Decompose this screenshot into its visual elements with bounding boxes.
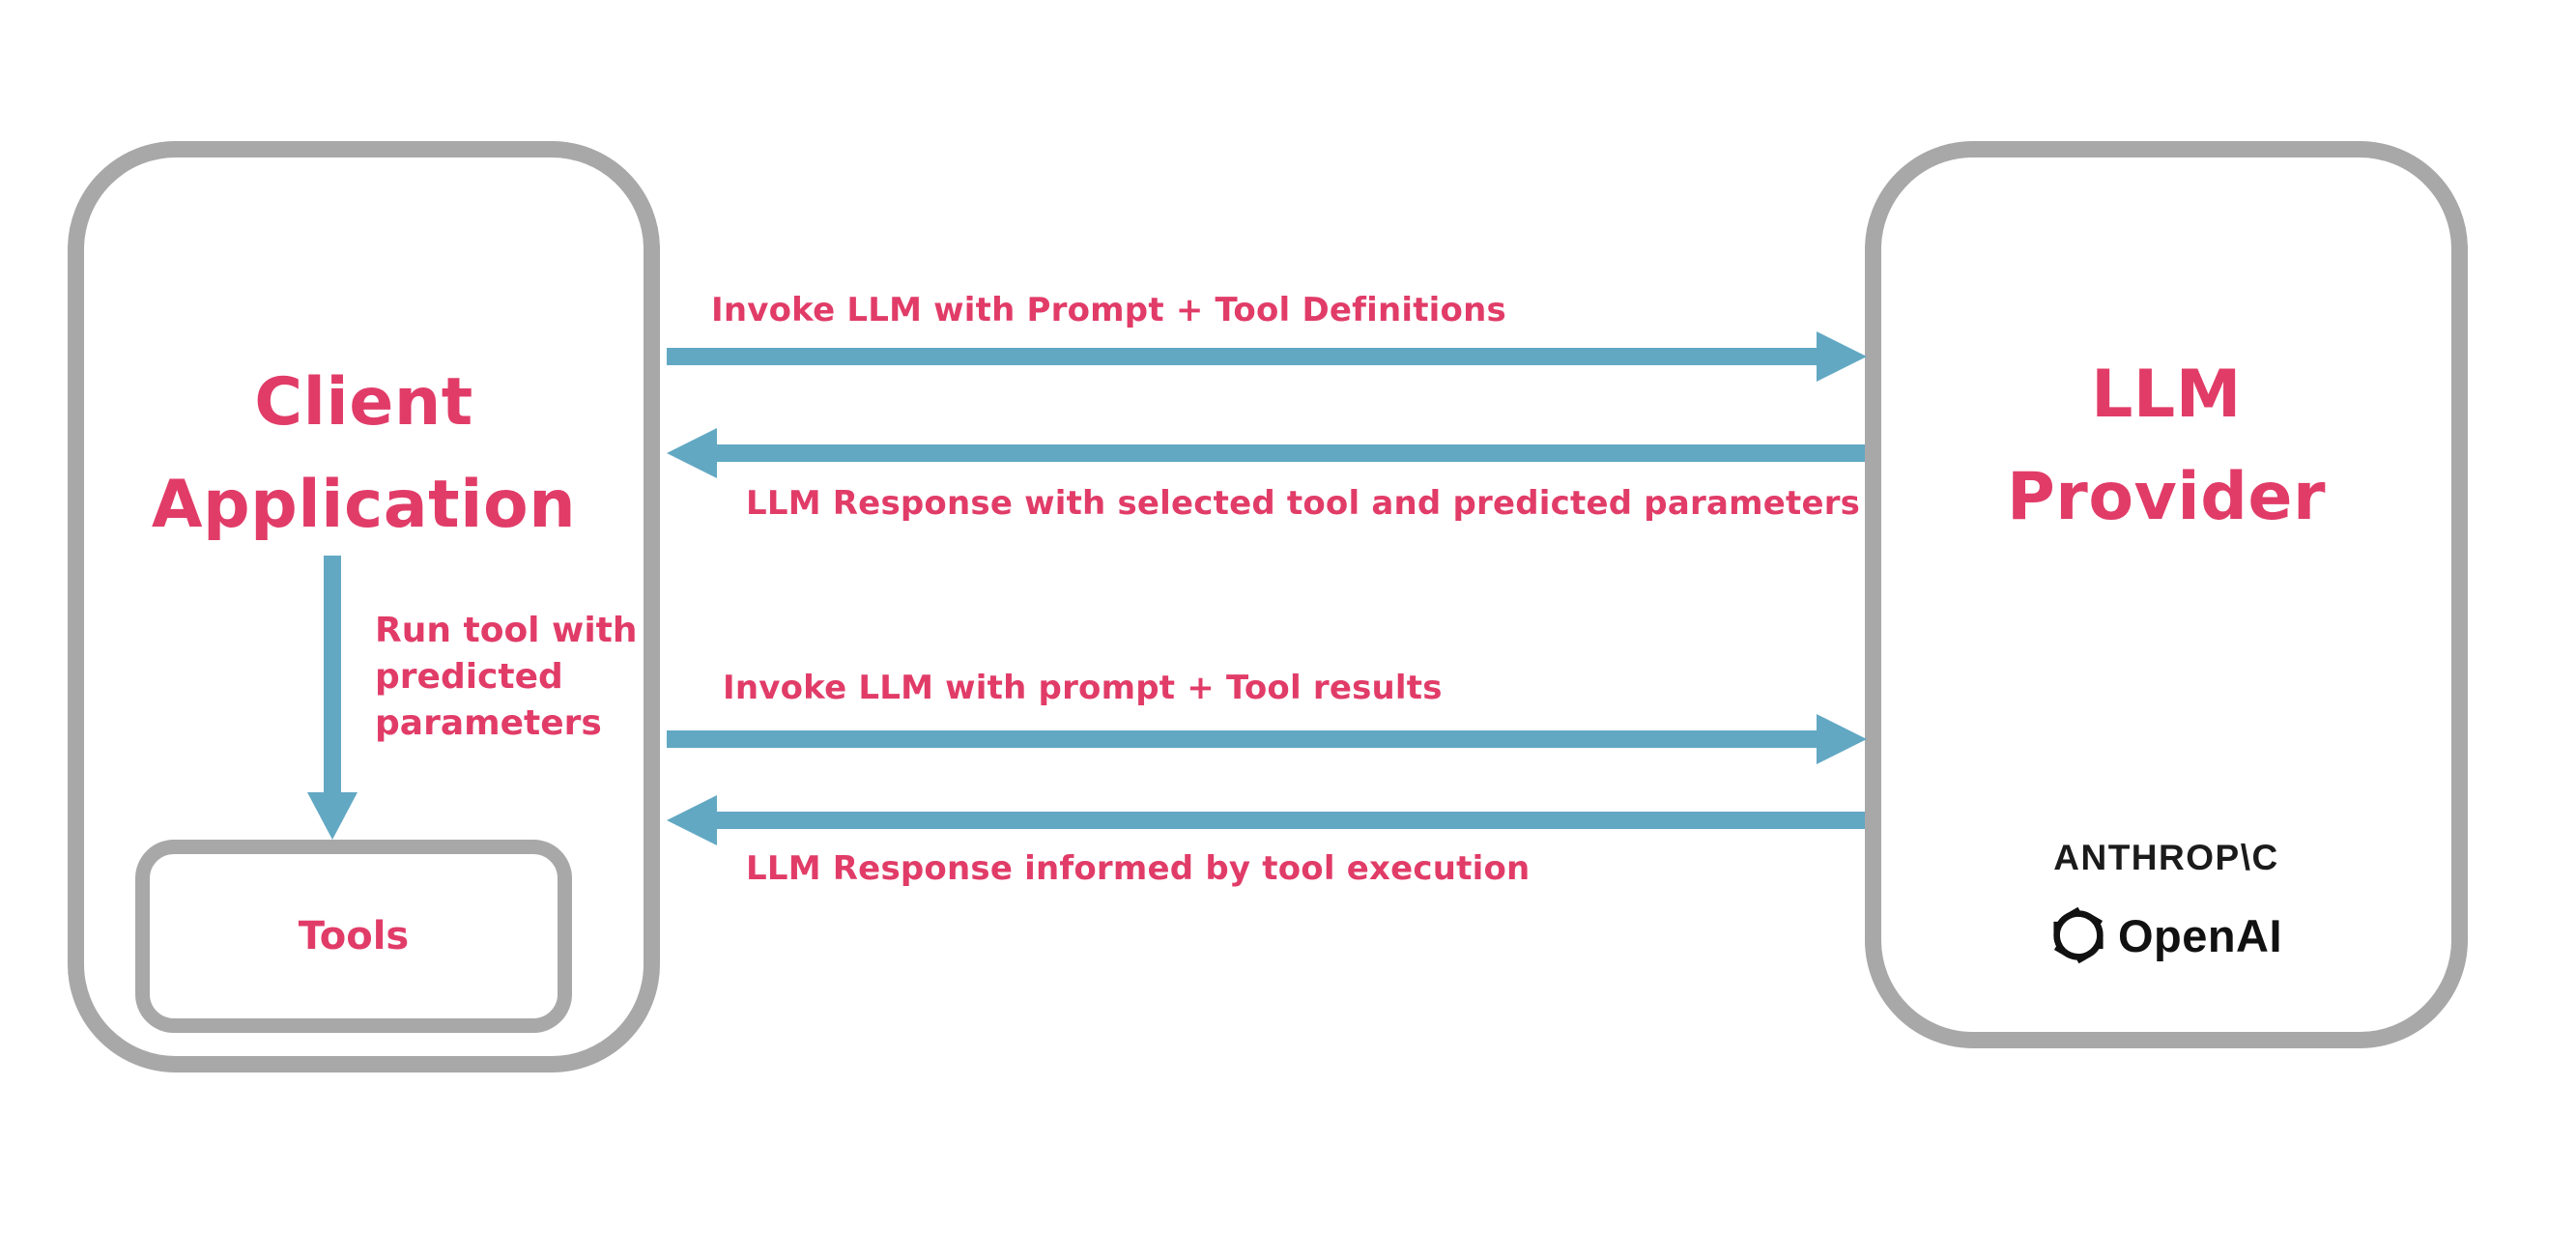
tools-box: Tools [135, 840, 572, 1033]
flow-arrow-3-shaft [667, 730, 1818, 748]
openai-logo: OpenAI [1865, 907, 2468, 963]
tools-label: Tools [298, 914, 410, 958]
anthropic-logo: ANTHROP\C [2053, 838, 2279, 877]
flow-label-response-execution: LLM Response informed by tool execution [746, 849, 1531, 888]
flow-label-invoke-definitions: Invoke LLM with Prompt + Tool Definition… [711, 291, 1506, 329]
run-tool-note: Run tool with predicted parameters [375, 611, 638, 743]
flow-arrow-2-head-icon [667, 428, 717, 478]
flow-arrow-2-shaft [717, 444, 1865, 462]
llm-provider-box [1865, 141, 2468, 1048]
client-application-title: Client Application [151, 364, 577, 543]
flow-arrow-4-head-icon [667, 795, 717, 845]
run-tool-arrow-shaft [324, 556, 341, 792]
llm-provider-title: LLM Provider [2006, 357, 2327, 535]
flow-arrow-1-head-icon [1817, 331, 1867, 382]
run-tool-arrow-head-icon [307, 792, 358, 840]
flow-arrow-4-shaft [717, 812, 1865, 829]
flow-arrow-3-head-icon [1817, 714, 1867, 764]
openai-wordmark: OpenAI [2117, 909, 2283, 961]
openai-blossom-icon [2053, 907, 2104, 963]
flow-arrow-1-shaft [667, 348, 1818, 365]
flow-label-response-parameters: LLM Response with selected tool and pred… [746, 484, 1861, 523]
flow-label-invoke-results: Invoke LLM with prompt + Tool results [723, 669, 1443, 707]
